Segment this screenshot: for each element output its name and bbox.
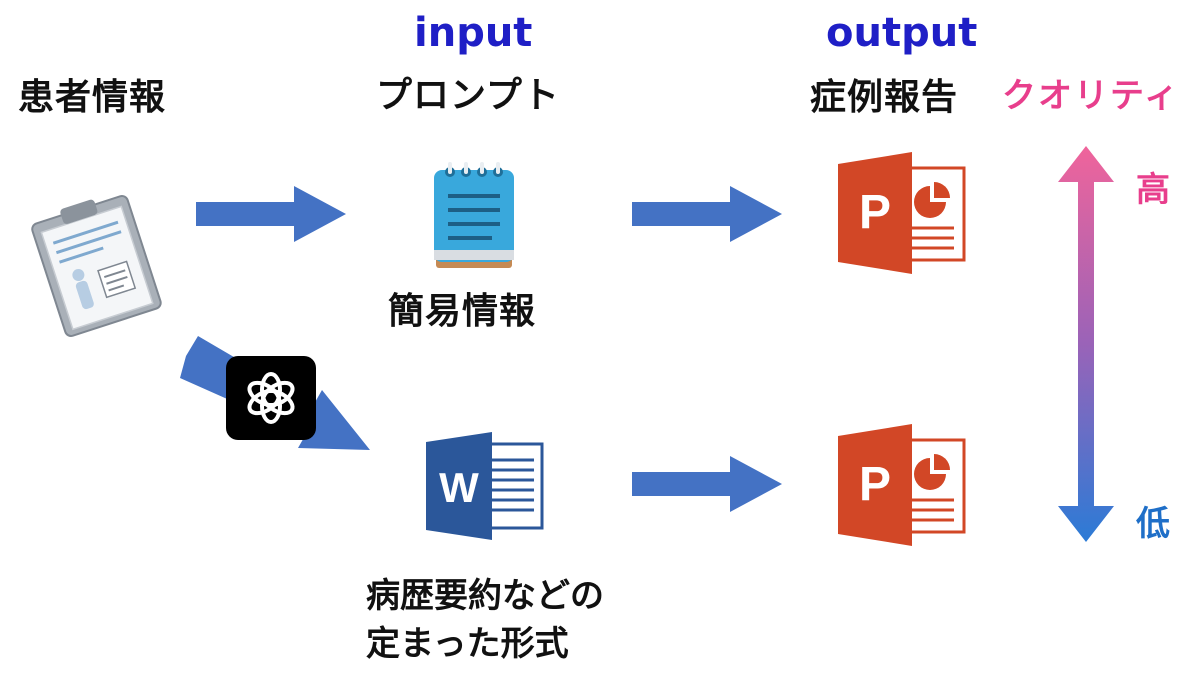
flow-arrow-patient-to-prompt [196, 186, 346, 242]
format-caption: 病歴要約などの 定まった形式 [366, 572, 604, 668]
quality-scale-arrow [1058, 146, 1114, 542]
powerpoint-icon: P [838, 152, 966, 274]
prompt-label: プロンプト [376, 75, 560, 116]
openai-logo-icon [226, 356, 316, 440]
flow-arrow-prompt-to-report-top [632, 186, 782, 242]
svg-text:P: P [859, 186, 891, 239]
format-caption-line2: 定まった形式 [366, 624, 569, 664]
medical-record-clipboard-icon [31, 194, 162, 337]
svg-text:W: W [439, 464, 479, 511]
flow-arrow-word-to-report-bottom [632, 456, 782, 512]
notepad-icon [434, 162, 514, 268]
case-report-label: 症例報告 [810, 77, 959, 118]
output-heading: output [826, 10, 978, 56]
powerpoint-icon: P [838, 424, 966, 546]
svg-text:P: P [859, 458, 891, 511]
word-document-icon: W [426, 432, 544, 540]
patient-info-label: 患者情報 [18, 77, 167, 118]
simple-info-label: 簡易情報 [388, 291, 537, 332]
input-heading: input [414, 10, 533, 56]
quality-label: クオリティ [1002, 76, 1180, 116]
quality-low-label: 低 [1136, 504, 1170, 544]
format-caption-line1: 病歴要約などの [366, 576, 604, 616]
quality-high-label: 高 [1136, 170, 1170, 210]
